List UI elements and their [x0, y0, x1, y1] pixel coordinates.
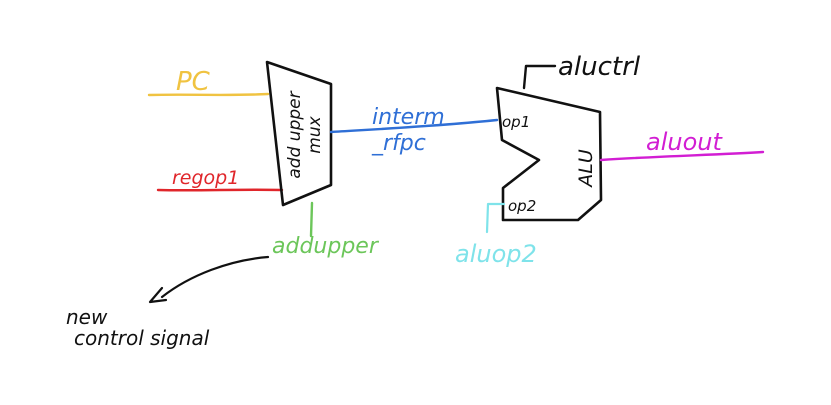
interm-label-line2: _rfpc [371, 131, 426, 156]
aluop2-wire [485, 202, 506, 234]
pc-wire [147, 92, 270, 97]
aluctrl-label: aluctrl [558, 52, 641, 82]
alu-name-label: ALU [575, 149, 597, 189]
alu-label: ALU [575, 149, 597, 189]
aluop2-label: aluop2 [455, 240, 537, 268]
addupper-wire [309, 201, 314, 238]
aluout-wire [599, 150, 765, 162]
regop1-label: regop1 [172, 167, 239, 189]
annotation-arrow [160, 255, 270, 299]
regop1-wire [156, 188, 284, 192]
interm-label-line1: interm [372, 105, 445, 130]
note-line2: control signal [74, 326, 210, 350]
alu-body [495, 86, 603, 222]
interm-rfpc-wire [329, 118, 499, 134]
addupper-label: addupper [272, 234, 380, 259]
annotation-arrowhead [148, 286, 168, 304]
alu-op2-label: op2 [508, 197, 536, 215]
aluout-label: aluout [646, 128, 723, 156]
mux-label-line1: add upper [285, 90, 305, 178]
add-upper-mux-label: add upper mux [285, 90, 325, 178]
note-line1: new [66, 305, 108, 329]
alu-op1-label: op1 [502, 113, 530, 131]
pc-label: PC [176, 67, 211, 97]
add-upper-mux [265, 60, 333, 207]
mux-label-line2: mux [305, 115, 325, 153]
aluctrl-wire [522, 64, 557, 90]
